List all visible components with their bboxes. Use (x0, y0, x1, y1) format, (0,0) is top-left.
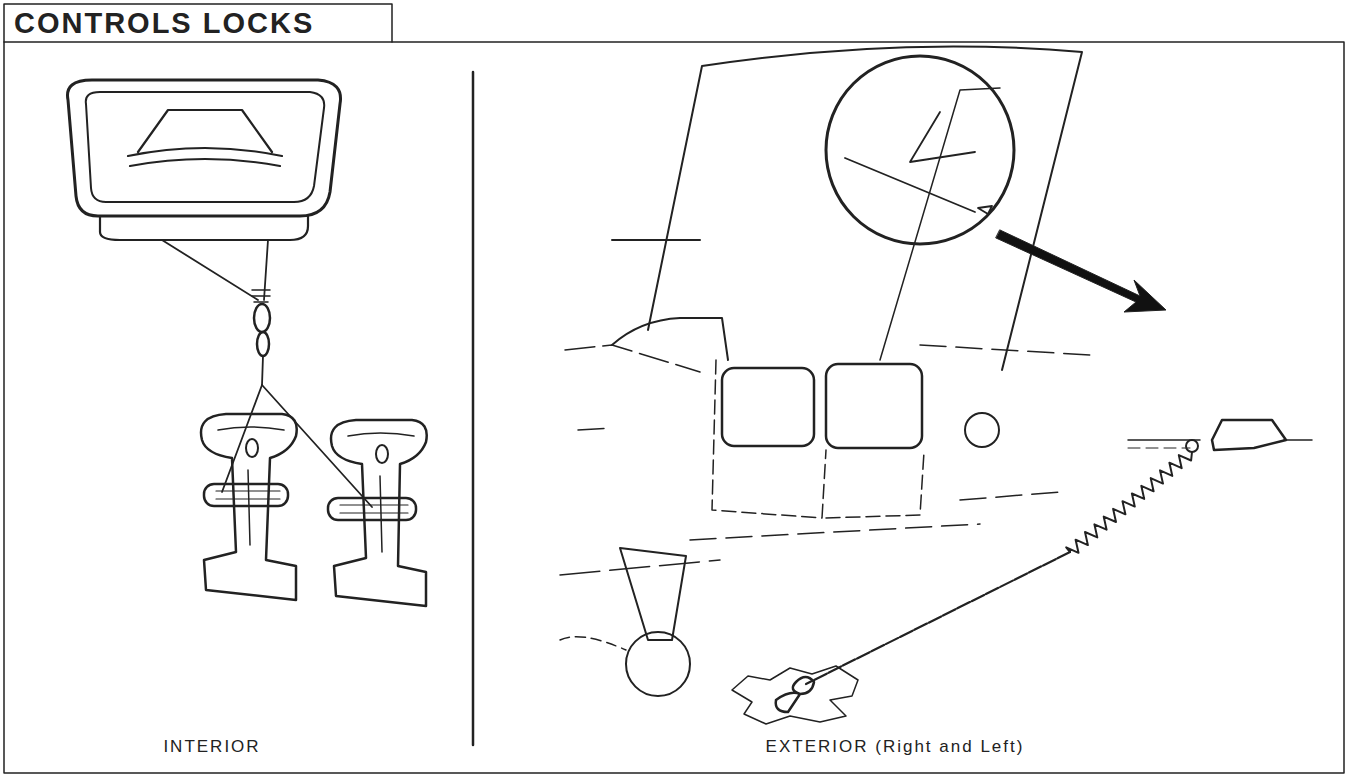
pedal-bar-grip (340, 505, 408, 513)
cable-wrap (252, 290, 270, 302)
title-box (4, 4, 392, 42)
wheel-hub-bar (128, 148, 282, 166)
lock-cable (162, 240, 258, 300)
rudder-hinge (880, 88, 1000, 360)
wheel (626, 632, 690, 696)
tie-down-rope (806, 552, 1070, 684)
lock-cable (262, 356, 263, 385)
hook-eye (1186, 440, 1198, 452)
control-surface-line (1128, 448, 1190, 449)
gear-strut (620, 548, 686, 640)
pedal-bar (204, 484, 288, 506)
wheel-hub (138, 110, 272, 152)
tie-down-ring (776, 677, 814, 712)
tail-fin (648, 46, 1082, 370)
diagram-title: CONTROLS LOCKS (14, 7, 314, 40)
rudder-pedal (201, 414, 297, 600)
fuselage-line (560, 560, 720, 575)
tie-down-spring (1066, 452, 1192, 553)
control-wheel-inner (86, 92, 324, 202)
pedal-hole (376, 445, 388, 463)
wheel-column (100, 216, 308, 240)
cabin-port (965, 413, 999, 447)
cowl-line (565, 345, 700, 372)
cabin-window (722, 368, 814, 446)
panel-label: INTERIOR (163, 737, 260, 757)
rudder-lock-detail (845, 112, 992, 214)
pedal-detail (348, 433, 414, 552)
fin-line (612, 239, 700, 241)
windshield (612, 318, 728, 360)
control-wheel (68, 80, 341, 216)
ground-patch (732, 666, 858, 724)
lock-cable (222, 385, 262, 492)
lock-cable (262, 385, 372, 507)
wheel-fairing (560, 637, 626, 650)
pedal-hole (246, 439, 258, 457)
rudder-pedal (331, 420, 427, 606)
detail-circle (826, 56, 1014, 244)
pedal-bar (328, 498, 416, 520)
divider (472, 72, 475, 745)
frame (4, 42, 1344, 773)
pedal-bar-grip (216, 491, 280, 499)
chain-link (257, 332, 269, 356)
fuselage-line (578, 345, 1090, 540)
pedal-detail (218, 427, 284, 545)
panel-label: EXTERIOR (Right and Left) (766, 737, 1025, 757)
control-surface (1212, 420, 1286, 450)
door-outline (712, 360, 924, 518)
cabin-window (826, 364, 922, 448)
lock-cable (264, 240, 268, 300)
chain-link (254, 304, 270, 332)
pointer-arrow (996, 230, 1166, 312)
